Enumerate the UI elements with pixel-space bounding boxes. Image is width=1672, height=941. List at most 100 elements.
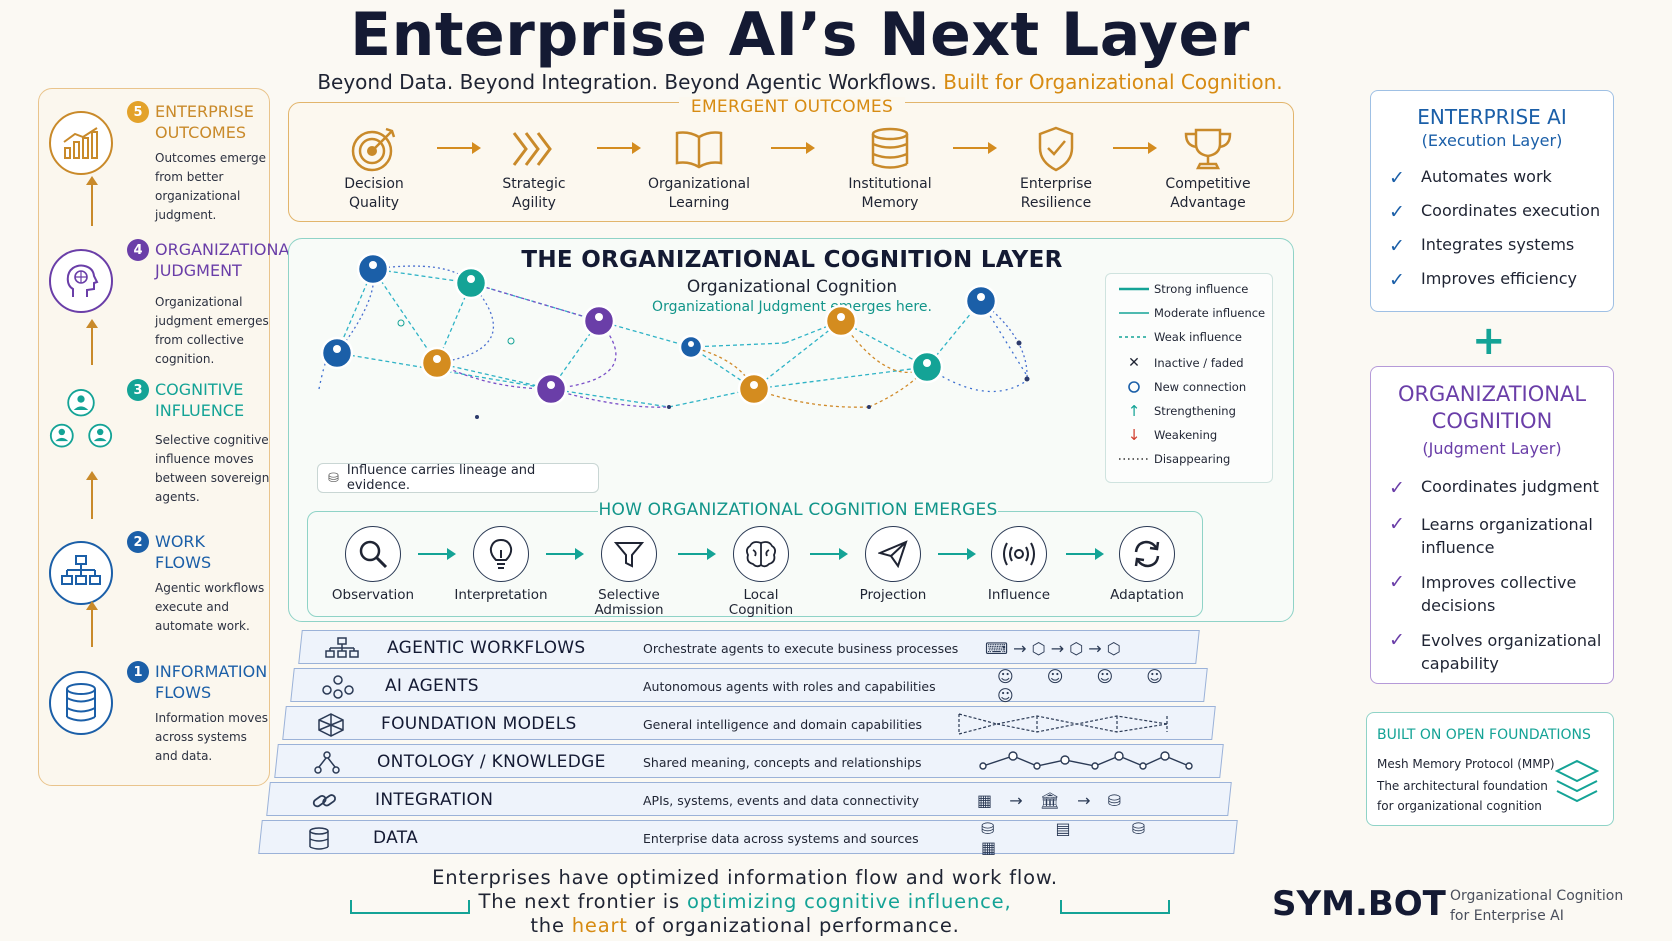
legend-item: ↑Strengthening: [1127, 402, 1236, 420]
step-number: 3: [127, 379, 149, 401]
database-icon: [307, 827, 331, 855]
layer-foundation-models: FOUNDATION MODELS General intelligence a…: [282, 706, 1216, 740]
bracket-right: [1060, 900, 1170, 914]
neural-network-icon: [957, 713, 1173, 735]
up-arrow-icon: [86, 471, 98, 519]
broadcast-icon: [991, 526, 1047, 582]
right-arrow-icon: [597, 142, 641, 154]
right-arrow-icon: [810, 548, 848, 560]
foundations-protocol: Mesh Memory Protocol (MMP): [1377, 757, 1555, 771]
cognition-tagline: Organizational Judgment emerges here.: [652, 299, 932, 315]
exec-item: ✓Integrates systems: [1389, 235, 1575, 257]
cog-item: ✓Coordinates judgment: [1389, 477, 1599, 499]
right-arrow-icon: [1066, 548, 1104, 560]
shield-icon: [991, 123, 1121, 175]
layer-description: Autonomous agents with roles and capabil…: [643, 679, 936, 694]
step-description: Information moves across systems and dat…: [155, 711, 269, 763]
layer-agentic-workflows: AGENTIC WORKFLOWS Orchestrate agents to …: [298, 630, 1200, 664]
cube-network-icon: [317, 713, 345, 741]
right-arrow-icon: [953, 142, 997, 154]
up-arrow-icon: [86, 319, 98, 365]
layer-name: ONTOLOGY / KNOWLEDGE: [377, 752, 606, 772]
step-number: 2: [127, 531, 149, 553]
funnel-icon: [601, 526, 657, 582]
step-description: Agentic workflows execute and automate w…: [155, 581, 265, 633]
brain-head-icon: [49, 249, 113, 313]
knowledge-graph-icon: [979, 751, 1195, 773]
layer-description: APIs, systems, events and data connectiv…: [643, 793, 920, 808]
layer-name: AI AGENTS: [385, 676, 479, 696]
layer-name: AGENTIC WORKFLOWS: [387, 638, 586, 658]
emergence-heading: HOW ORGANIZATIONAL COGNITION EMERGES: [598, 500, 998, 520]
target-icon: [309, 123, 439, 175]
plus-icon: +: [1472, 318, 1506, 364]
step-number: 4: [127, 239, 149, 261]
lightbulb-icon: [473, 526, 529, 582]
workflow-sequence-icon: ⌨ → ⬡ → ⬡ → ⬡: [985, 638, 1121, 658]
legend-item: New connection: [1114, 378, 1274, 396]
graph-icon: [313, 751, 341, 779]
trophy-icon: [1143, 123, 1273, 175]
step-observation: Observation: [318, 526, 428, 603]
data-sources-icon: ⛁ ▤ ⛁ ▦: [981, 819, 1174, 857]
link-icon: [311, 789, 339, 817]
lineage-note: ⛁ Influence carries lineage and evidence…: [317, 463, 599, 493]
agents-icon: [321, 675, 355, 703]
step-influence: Influence: [964, 526, 1074, 603]
influence-network-graph: [318, 252, 1030, 419]
step-projection: Projection: [838, 526, 948, 603]
foundations-line: for organizational cognition: [1377, 799, 1542, 813]
layers-stack-icon: [1554, 759, 1600, 809]
outcomes-heading: EMERGENT OUTCOMES: [679, 97, 905, 117]
growth-chart-icon: [49, 111, 113, 175]
cognition-title: THE ORGANIZATIONAL COGNITION LAYER: [521, 247, 1063, 273]
enterprise-ai-subtitle: (Execution Layer): [1421, 131, 1563, 150]
exec-item: ✓Automates work: [1389, 167, 1552, 189]
cognition-subtitle: Organizational Cognition: [686, 277, 898, 297]
right-arrow-icon: [546, 548, 584, 560]
subtitle-highlight: Built for Organizational Cognition.: [943, 70, 1283, 94]
flowchart-icon: [49, 541, 113, 605]
book-icon: [634, 123, 764, 175]
database-icon: [825, 123, 955, 175]
search-icon: [345, 526, 401, 582]
step-description: Selective cognitive influence moves betw…: [155, 433, 270, 504]
brain-icon: [733, 526, 789, 582]
legend-item: Disappearing: [1119, 452, 1231, 466]
foundations-title: BUILT ON OPEN FOUNDATIONS: [1377, 727, 1591, 743]
closing-statement: Enterprises have optimized information f…: [432, 866, 1058, 937]
cognition-layer-panel: THE ORGANIZATIONAL COGNITION LAYER Organ…: [288, 238, 1294, 622]
page-subtitle: Beyond Data. Beyond Integration. Beyond …: [0, 70, 1600, 94]
page-title: Enterprise AI’s Next Layer: [350, 0, 1250, 70]
chevrons-icon: [469, 123, 599, 175]
legend-item: ✕Inactive / faded: [1128, 355, 1244, 371]
emergence-process: HOW ORGANIZATIONAL COGNITION EMERGES Obs…: [307, 500, 1203, 618]
paper-plane-icon: [865, 526, 921, 582]
workflow-icon: [325, 637, 359, 663]
right-arrow-icon: [418, 548, 456, 560]
foundations-line: The architectural foundation: [1377, 779, 1548, 793]
enterprise-ai-card: ENTERPRISE AI (Execution Layer) ✓Automat…: [1370, 90, 1614, 312]
right-arrow-icon: [678, 548, 716, 560]
bracket-left: [350, 900, 470, 914]
people-network-icon: [49, 389, 113, 453]
right-arrow-icon: [437, 142, 481, 154]
agent-avatars-icon: ☺ ☺ ☺ ☺ ☺: [997, 667, 1177, 705]
influence-legend: Strong influence Moderate influence Weak…: [1105, 273, 1273, 483]
layer-data: DATA Enterprise data across systems and …: [258, 819, 1238, 857]
